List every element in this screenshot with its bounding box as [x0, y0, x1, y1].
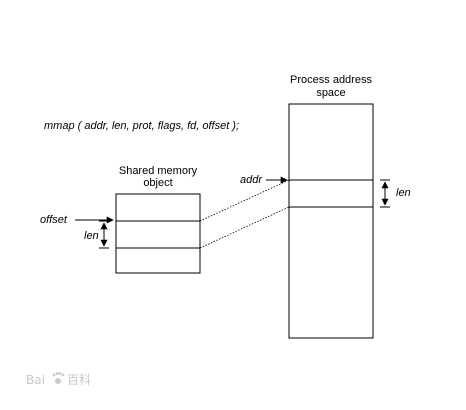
paw-icon: [52, 372, 65, 384]
offset-label: offset: [40, 214, 68, 226]
mapping-line-bottom: [199, 206, 290, 249]
mmap-signature: mmap ( addr, len, prot, flags, fd, offse…: [44, 120, 239, 132]
addr-label: addr: [240, 174, 263, 186]
process-space-title-line1: Process address: [290, 74, 372, 86]
mapping-line-top: [199, 179, 290, 222]
shared-object-title-line1: Shared memory: [119, 165, 198, 177]
baike-watermark: Bai 百科: [26, 372, 91, 387]
shared-memory-object-box: [115, 193, 201, 274]
watermark-text-baike: 百科: [67, 373, 91, 387]
watermark-text-bai: Bai: [26, 373, 45, 387]
shared-object-title-line2: object: [143, 177, 172, 189]
process-len-label: len: [396, 187, 411, 199]
shared-len-label: len: [84, 230, 99, 242]
process-address-space-box: [288, 103, 374, 339]
process-space-title-line2: space: [316, 87, 345, 99]
